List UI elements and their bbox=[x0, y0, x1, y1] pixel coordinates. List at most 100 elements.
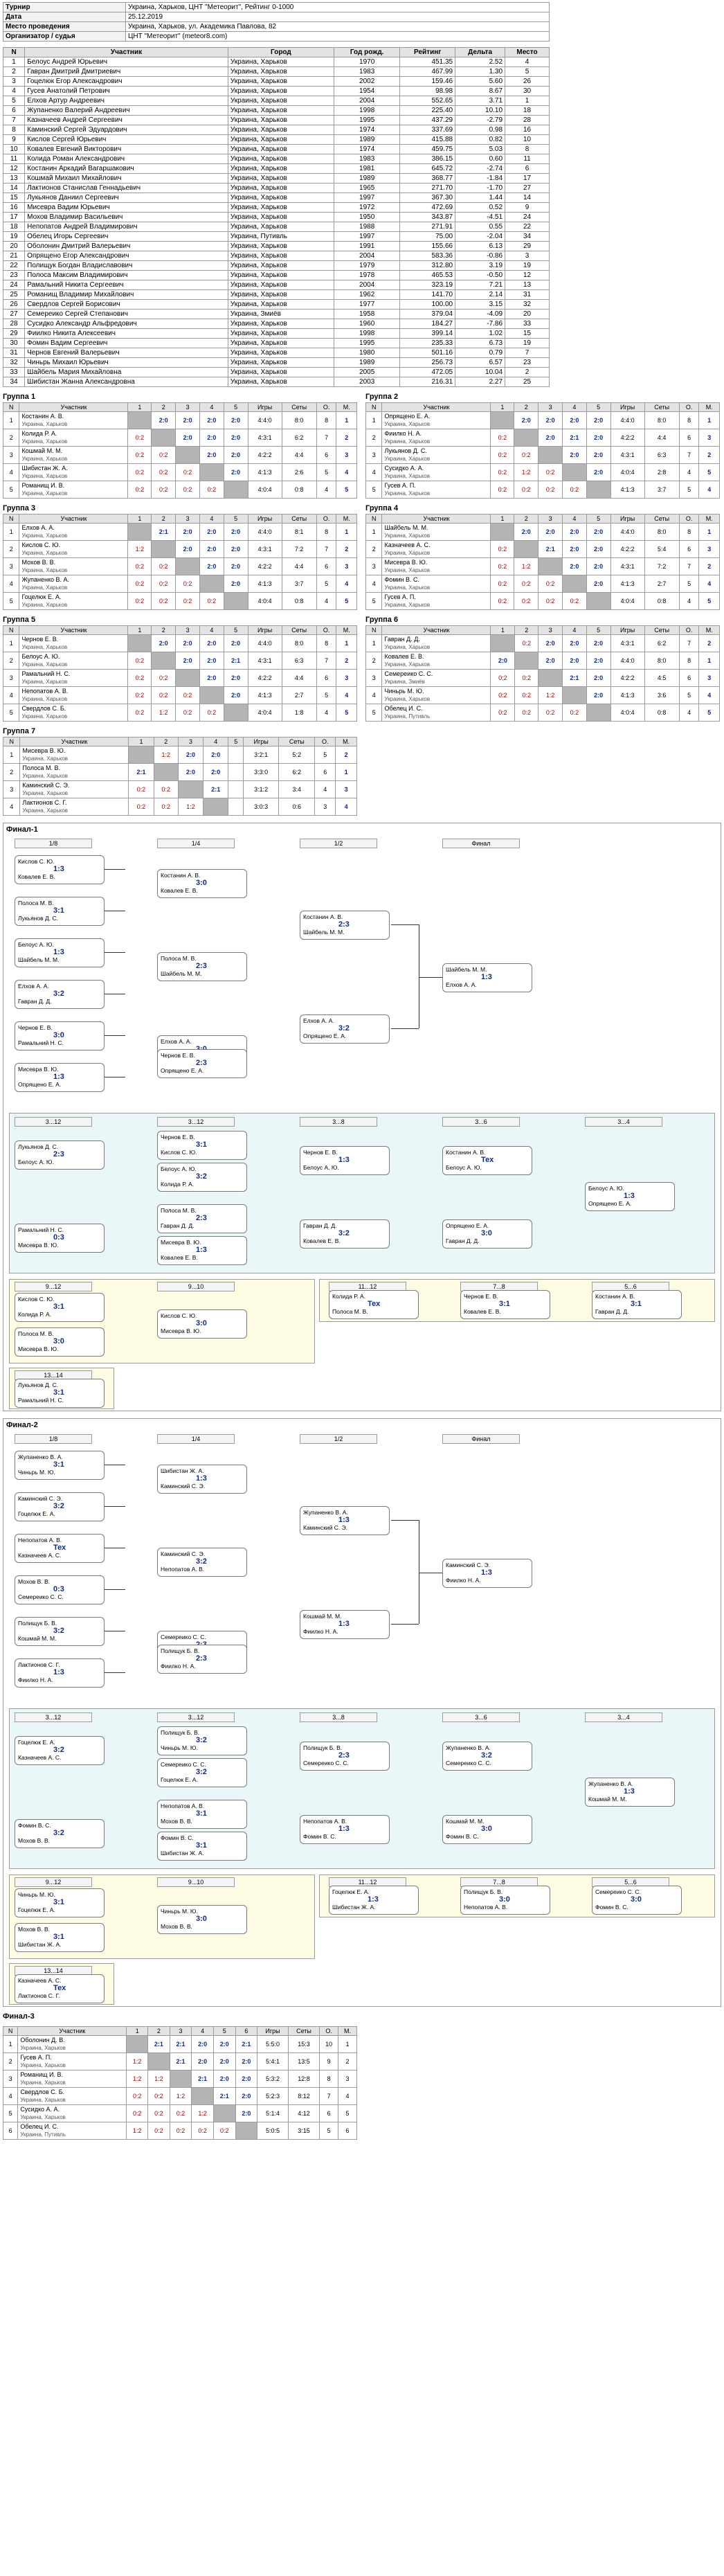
group-player-city: Украина, Харьков bbox=[22, 755, 69, 762]
final3-header-cell: 5 bbox=[212, 2026, 236, 2036]
group-score-cell: 0:2 bbox=[151, 557, 177, 575]
participant-cell: Гавран Дмитрий Дмитриевич bbox=[24, 66, 228, 77]
final3-score-cell: 0:2 bbox=[169, 2104, 192, 2122]
group-header-cell: Участник bbox=[381, 402, 491, 412]
match-player-2: Белоус А. Ю. bbox=[303, 1164, 339, 1171]
participant-cell: Фомин Вадим Сергеевич bbox=[24, 338, 228, 348]
bracket-connector bbox=[391, 1520, 419, 1521]
group-header-cell: 4 bbox=[561, 402, 587, 412]
match-player-1: Лукьянов Д. С. bbox=[18, 1143, 58, 1150]
group-header-cell: 2 bbox=[514, 402, 539, 412]
participant-cell: Романищ Владимир Михайлович bbox=[24, 289, 228, 300]
group-score-cell: 2:0 bbox=[514, 411, 539, 429]
bracket-stage-label: 3...12 bbox=[15, 1117, 92, 1127]
group-header-cell: 5 bbox=[228, 737, 244, 746]
bracket-stage-label: 3...4 bbox=[585, 1712, 662, 1722]
group-player-name: Мохов В. В.Украина, Харьков bbox=[19, 557, 129, 575]
participant-cell: Украина, Змиёв bbox=[227, 309, 334, 319]
participant-cell: Лактионов Станислав Геннадьевич bbox=[24, 183, 228, 193]
group-player-name: Полоса М. В.Украина, Харьков bbox=[19, 763, 129, 781]
group-title: Группа 2 bbox=[365, 393, 399, 401]
match-score: 1:3 bbox=[53, 948, 64, 956]
group-score-cell: 2:0 bbox=[586, 669, 611, 687]
participant-cell: -2.74 bbox=[455, 163, 506, 174]
group-place: 4 bbox=[698, 481, 720, 499]
group-header-cell: Игры bbox=[610, 625, 645, 635]
group-player-name: Фиилко Н. А.Украина, Харьков bbox=[381, 429, 491, 447]
match-player-2: Опрящено Е. А. bbox=[303, 1032, 347, 1039]
group-score-cell: 0:2 bbox=[514, 592, 539, 610]
match-score: 3:0 bbox=[196, 1915, 207, 1923]
match-player-1: Гавран Д. Д. bbox=[303, 1222, 337, 1229]
group-sets: 8:0 bbox=[644, 523, 680, 541]
bracket-stage-label: 3...12 bbox=[157, 1117, 235, 1127]
match-score: 3:2 bbox=[53, 1829, 64, 1837]
group-games: 4:3:1 bbox=[610, 634, 645, 652]
group-score-cell bbox=[203, 798, 229, 816]
group-player-city: Украина, Харьков bbox=[21, 584, 68, 591]
group-score-cell: 2:0 bbox=[199, 652, 224, 670]
match-score: 1:3 bbox=[53, 1668, 64, 1676]
group-score-cell bbox=[514, 429, 539, 447]
participant-cell: 1980 bbox=[333, 348, 401, 358]
group-score-cell bbox=[538, 446, 563, 464]
match-player-2: Мисевра В. Ю. bbox=[161, 1327, 201, 1334]
match-player-1: Мисевра В. Ю. bbox=[161, 1239, 201, 1246]
group-place: 5 bbox=[698, 463, 720, 481]
group-player-name: Обелец И. С.Украина, Путивль bbox=[381, 704, 491, 722]
group-points: 7 bbox=[678, 634, 700, 652]
group-player-city: Украина, Харьков bbox=[384, 550, 431, 556]
group-header-cell: 1 bbox=[127, 402, 152, 412]
bracket-connector bbox=[105, 911, 125, 912]
match-player-2: Гоцелюк Е. А. bbox=[18, 1906, 55, 1913]
group-header-cell: 3 bbox=[177, 737, 204, 746]
group-score-cell: 2:0 bbox=[199, 411, 224, 429]
participant-cell: 30 bbox=[505, 86, 550, 96]
participant-cell: 1998 bbox=[333, 105, 401, 116]
final3-points: 6 bbox=[319, 2104, 339, 2122]
participant-cell: 2003 bbox=[333, 377, 401, 387]
participant-cell: 379.04 bbox=[399, 309, 456, 319]
participant-cell: 18 bbox=[2, 222, 26, 232]
participant-cell: 337.69 bbox=[399, 125, 456, 135]
participant-cell: Казначеев Андрей Сергеевич bbox=[24, 115, 228, 125]
group-row-num: 3 bbox=[365, 446, 383, 464]
group-score-cell: 2:0 bbox=[177, 763, 204, 781]
group-games: 4:0:4 bbox=[247, 592, 282, 610]
participant-cell: 11 bbox=[505, 154, 550, 164]
final3-header-cell: 4 bbox=[191, 2026, 214, 2036]
group-header-cell: Сеты bbox=[281, 402, 317, 412]
group-header-cell: М. bbox=[335, 737, 357, 746]
group-score-cell: 0:2 bbox=[175, 686, 200, 704]
match-score: Тех bbox=[53, 1984, 66, 1992]
group-place: 1 bbox=[336, 411, 357, 429]
group-score-cell: 1:2 bbox=[514, 463, 539, 481]
participant-cell: Украина, Харьков bbox=[227, 328, 334, 339]
match-player-2: Каминский С. Э. bbox=[303, 1524, 348, 1531]
group-score-cell bbox=[228, 780, 244, 798]
match-score: 1:3 bbox=[338, 1620, 350, 1628]
group-score-cell bbox=[490, 411, 515, 429]
participant-cell: 0.55 bbox=[455, 222, 506, 232]
group-header-cell: Игры bbox=[610, 514, 645, 524]
group-points: 6 bbox=[678, 429, 700, 447]
match-score: 2:3 bbox=[196, 1214, 207, 1222]
final3-header-cell: 2 bbox=[147, 2026, 170, 2036]
participant-cell: 20 bbox=[2, 241, 26, 251]
